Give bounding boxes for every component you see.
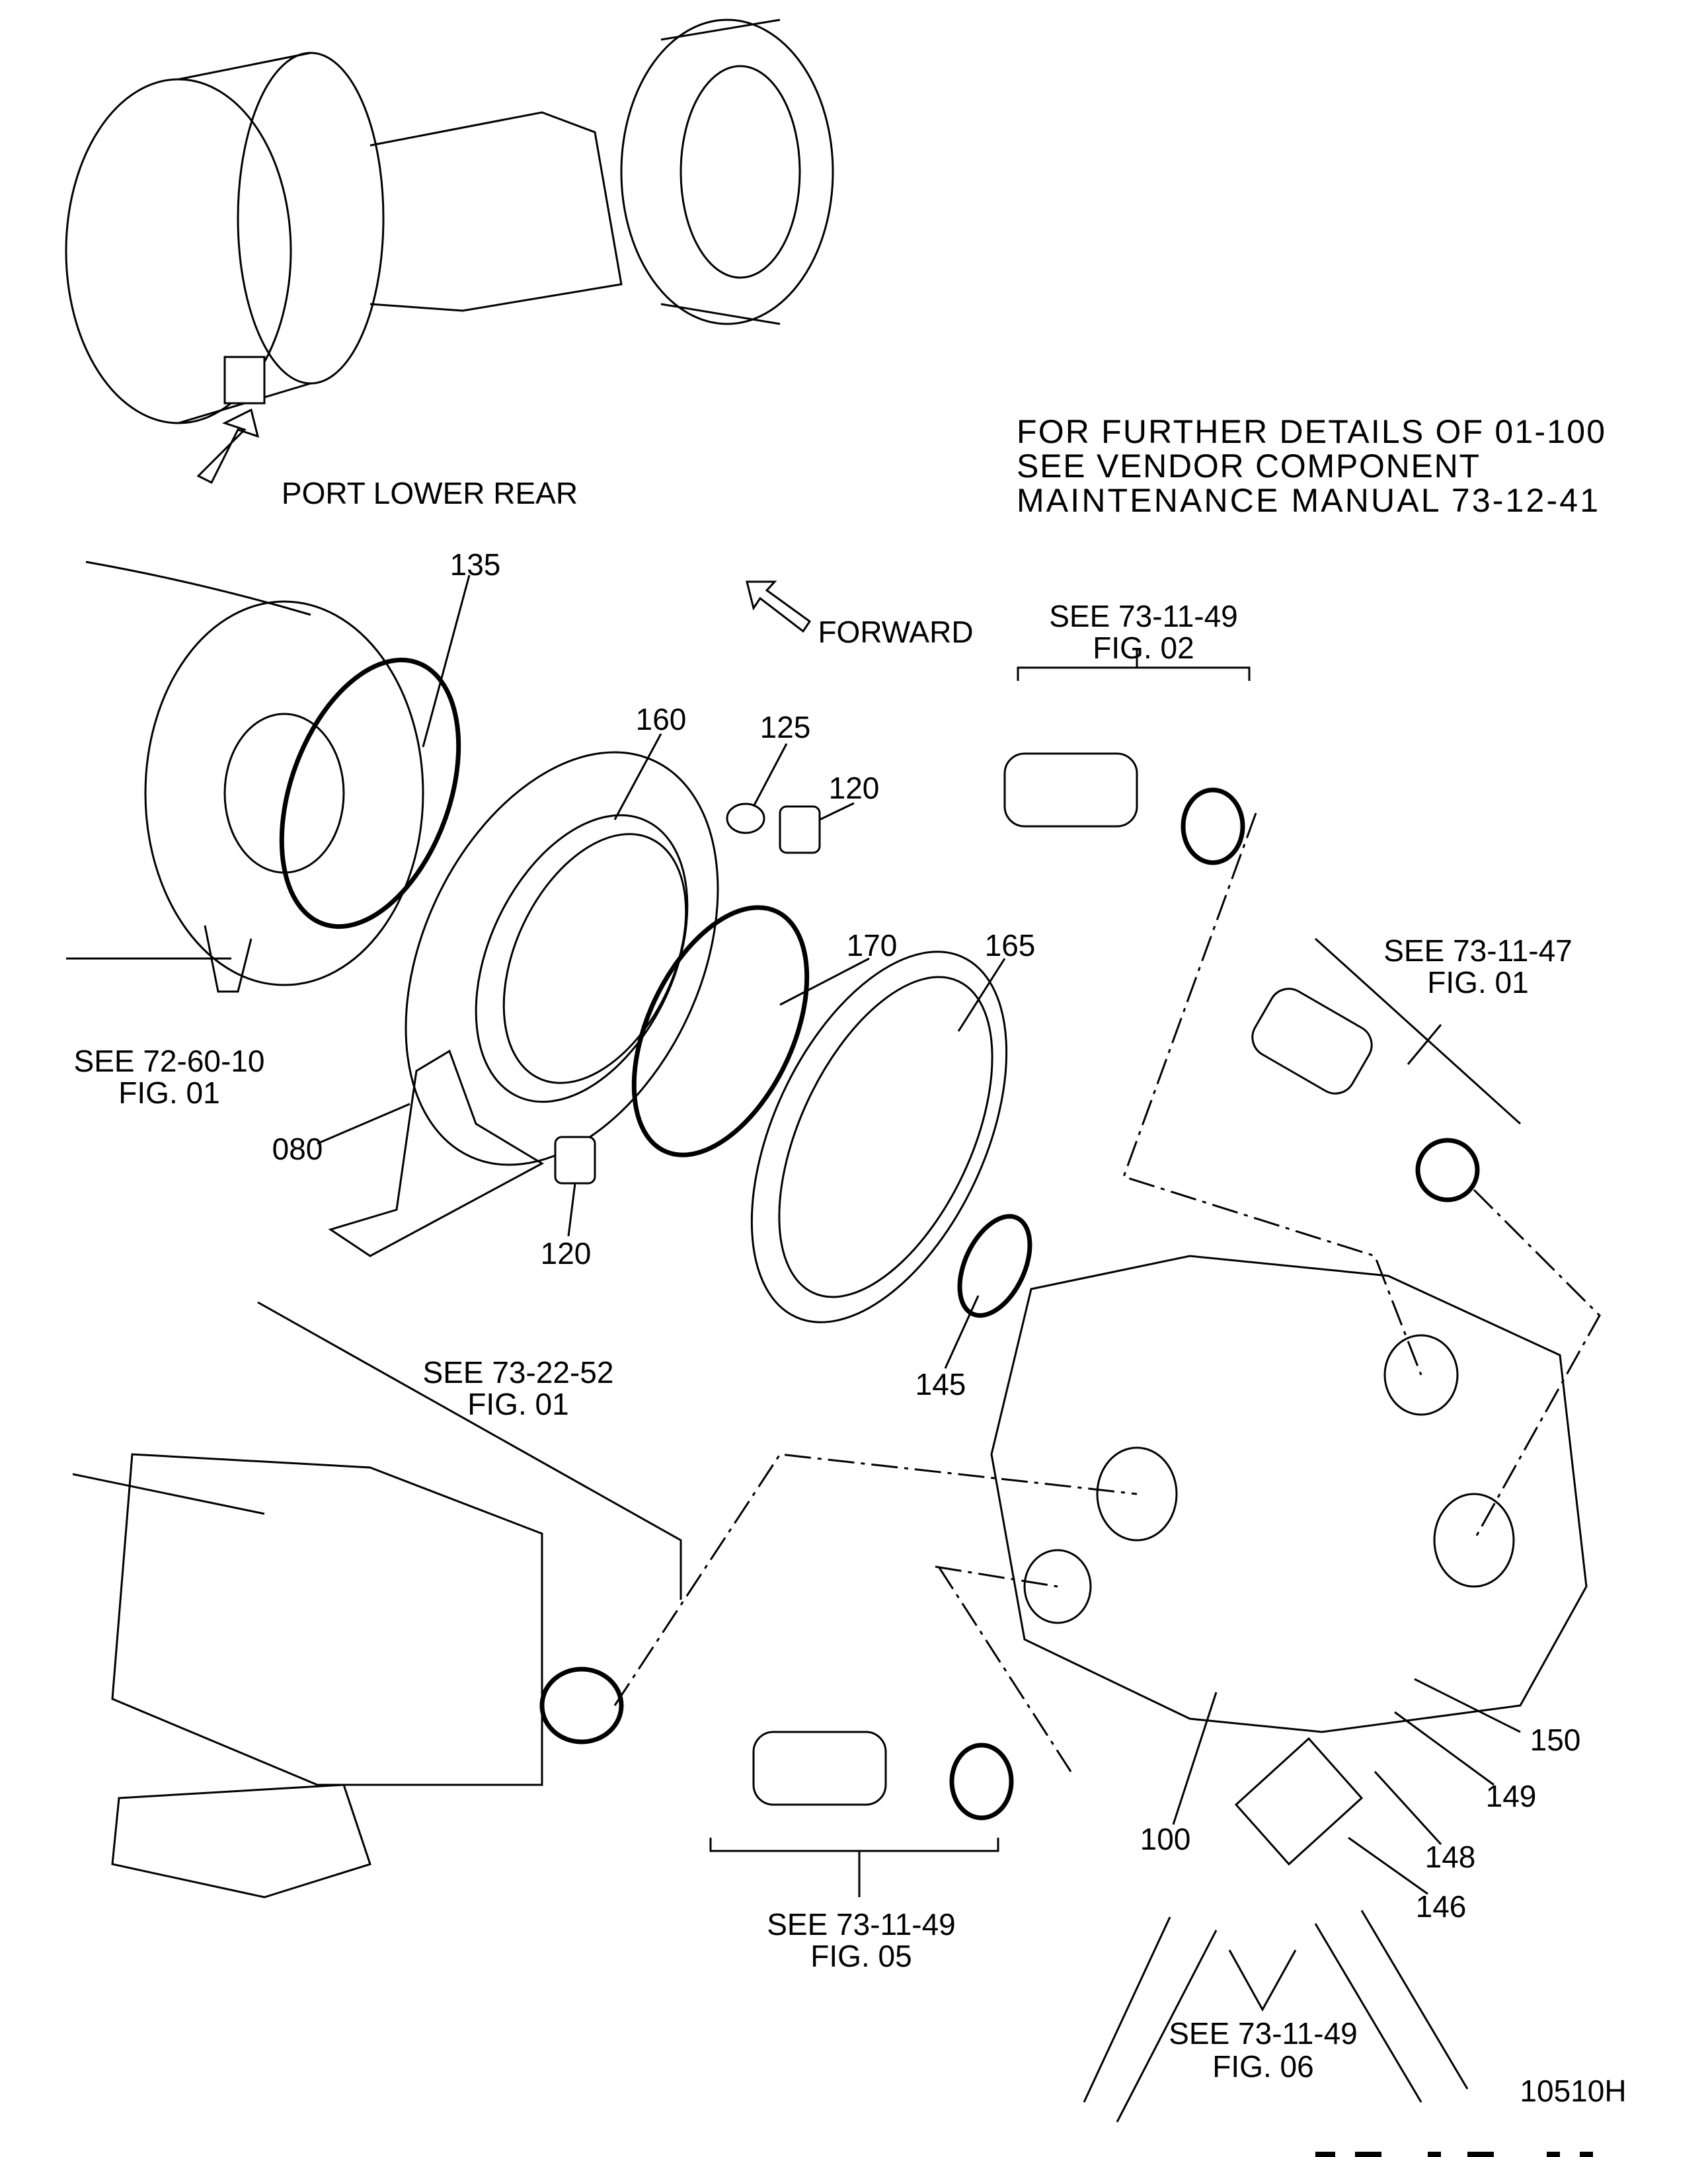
v-band-clamp-165: [750, 951, 1008, 1323]
reference-fig01-a: FIG. 01: [1427, 965, 1528, 1000]
highlighted-component: [223, 356, 266, 405]
o-ring-fig05: [949, 1743, 1014, 1821]
reference-73-11-49-fig05: SEE 73-11-49: [767, 1907, 956, 1941]
sleeve-fig02: [1003, 752, 1138, 828]
o-ring-170: [631, 905, 810, 1157]
gearbox-housing-100: [990, 1255, 1588, 1733]
reference-fig01-b: FIG. 01: [118, 1076, 219, 1110]
callout-080: 080: [272, 1132, 323, 1166]
forward-label: FORWARD: [818, 615, 973, 649]
note-line-1: FOR FURTHER DETAILS OF 01-100: [1017, 413, 1605, 450]
washer-125: [726, 803, 765, 834]
callout-148: 148: [1425, 1840, 1476, 1874]
sleeve-fig01: [1251, 988, 1373, 1095]
callout-120-lower: 120: [541, 1236, 592, 1271]
adapter-160: [405, 751, 719, 1166]
o-ring-fig02: [1181, 787, 1245, 865]
note-line-2: SEE VENDOR COMPONENT: [1017, 448, 1479, 485]
reference-73-11-49-fig06: SEE 73-11-49: [1169, 2016, 1358, 2051]
location-arrow-icon: [196, 408, 260, 485]
reference-fig06: FIG. 06: [1212, 2049, 1313, 2084]
callout-135: 135: [450, 547, 501, 582]
reference-fig02: FIG. 02: [1093, 631, 1194, 665]
gasket-135: [279, 657, 461, 929]
o-ring-fig01: [1415, 1138, 1480, 1202]
reference-73-11-47-fig01: SEE 73-11-47: [1383, 933, 1572, 968]
fitting-146: [1234, 1737, 1364, 1866]
forward-arrow-icon: [746, 580, 812, 633]
fuel-pump-unit: [72, 1453, 543, 1899]
view-label: PORT LOWER REAR: [282, 476, 578, 510]
callout-149: 149: [1486, 1779, 1537, 1813]
callout-146: 146: [1416, 1889, 1467, 1924]
nut-120: [779, 805, 821, 854]
callout-150: 150: [1530, 1723, 1581, 1757]
reference-73-22-52-fig01: SEE 73-22-52: [423, 1355, 614, 1390]
reference-73-11-49-fig02: SEE 73-11-49: [1049, 599, 1238, 633]
general-note: FOR FURTHER DETAILS OF 01-100 SEE VENDOR…: [1017, 413, 1605, 519]
reference-72-60-10-fig01: SEE 72-60-10: [74, 1044, 265, 1078]
callout-120: 120: [829, 771, 880, 805]
drawing-number: 10510H: [1520, 2074, 1626, 2108]
nut-120-lower: [554, 1136, 596, 1185]
o-ring-145: [957, 1214, 1032, 1318]
gearbox-mount-housing: [66, 561, 424, 993]
reference-fig05: FIG. 05: [810, 1939, 912, 1973]
callout-160: 160: [636, 702, 687, 736]
engine-overview-illustration: [65, 19, 834, 485]
callout-100: 100: [1140, 1822, 1191, 1856]
note-line-3: MAINTENANCE MANUAL 73-12-41: [1017, 482, 1598, 519]
sleeve-fig05: [752, 1731, 887, 1806]
tube-fig06: [1083, 1910, 1469, 2123]
callout-145: 145: [915, 1367, 966, 1401]
o-ring-pump: [539, 1667, 624, 1745]
callout-170: 170: [847, 928, 898, 962]
bracket-080: [328, 1049, 545, 1257]
cropped-figure-number: [1315, 2152, 1593, 2157]
reference-fig01-c: FIG. 01: [467, 1387, 568, 1421]
callout-165: 165: [985, 928, 1036, 962]
callout-125: 125: [760, 710, 811, 744]
